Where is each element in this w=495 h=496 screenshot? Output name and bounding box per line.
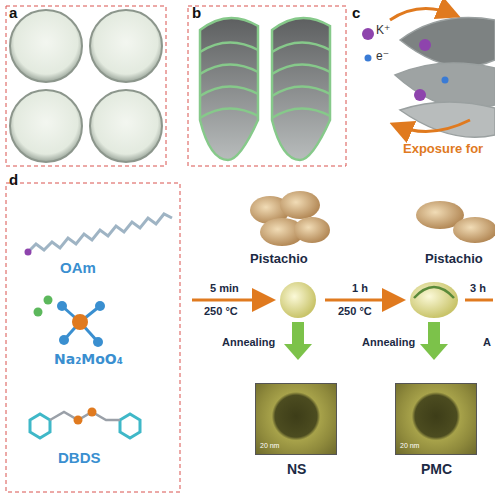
panel-letter: d — [9, 172, 18, 189]
electron-label: e⁻ — [376, 50, 389, 63]
condition-label: 5 min — [210, 282, 239, 294]
photo-label: Pistachio — [250, 252, 308, 266]
panel-letter: c — [352, 5, 360, 22]
panel-letter: b — [192, 5, 201, 22]
reagent-name: Na₂MoO₄ — [54, 352, 123, 367]
condition-label: 250 °C — [204, 305, 238, 317]
caption-fragment: Exposure for — [403, 142, 483, 156]
step-label: Annealing — [222, 336, 275, 348]
sample-name: NS — [287, 462, 306, 477]
panel-letter: a — [9, 5, 17, 22]
reagent-name: DBDS — [58, 450, 101, 467]
condition-label: 1 h — [352, 282, 368, 294]
condition-label: 3 h — [470, 282, 486, 294]
step-label: Annealing — [362, 336, 415, 348]
sample-name: PMC — [421, 462, 452, 477]
scale-bar-label: 20 nm — [260, 442, 279, 450]
condition-label: 250 °C — [338, 305, 372, 317]
ion-label: K⁺ — [376, 24, 390, 37]
tem-image: 20 nmNS — [255, 383, 337, 455]
reagent-name: OAm — [60, 260, 96, 277]
photo-label: Pistachio — [425, 252, 483, 266]
scale-bar-label: 20 nm — [400, 442, 419, 450]
tem-image: 20 nmPMC — [395, 383, 477, 455]
reagent-box: OAmNa₂MoO₄ DBDS — [6, 183, 180, 492]
step-label: A — [483, 336, 491, 348]
